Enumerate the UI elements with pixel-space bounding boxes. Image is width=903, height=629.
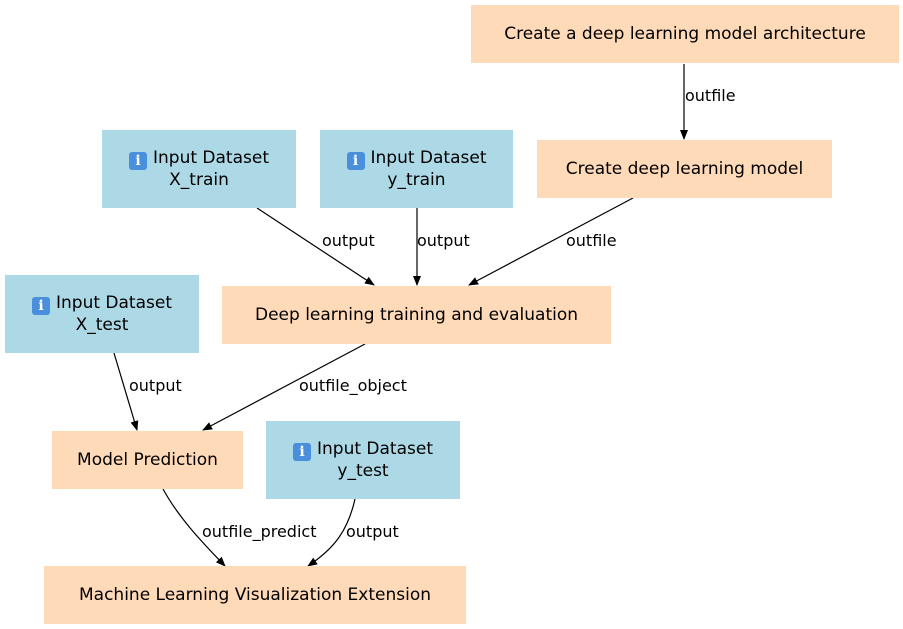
node-prediction-label: Model Prediction: [77, 450, 218, 470]
node-input-x-test-title-row: i Input Dataset: [32, 293, 172, 315]
edge-prediction-to-visualization: [162, 488, 226, 567]
node-input-y-train-title-row: i Input Dataset: [346, 148, 487, 170]
edge-label-ytrain-to-training: output: [417, 231, 470, 250]
node-input-y-test-name: y_test: [337, 461, 389, 481]
node-input-x-test-name: X_test: [75, 315, 129, 335]
edge-label-xtrain-to-training: output: [322, 231, 375, 250]
edge-label-training-to-prediction: outfile_object: [299, 376, 407, 395]
edge-label-model-to-training: outfile: [566, 231, 617, 250]
node-input-x-train[interactable]: i Input Dataset X_train: [102, 130, 296, 208]
node-create-architecture-label: Create a deep learning model architectur…: [504, 24, 866, 44]
node-input-x-train-title-row: i Input Dataset: [129, 148, 269, 170]
node-input-x-test-title: Input Dataset: [56, 293, 172, 313]
node-create-model[interactable]: Create deep learning model: [537, 140, 832, 198]
node-input-y-test-title: Input Dataset: [317, 439, 433, 459]
node-prediction[interactable]: Model Prediction: [52, 431, 243, 489]
node-input-y-train-title: Input Dataset: [370, 148, 487, 168]
info-icon: i: [32, 297, 50, 315]
edge-ytest-to-visualization: [307, 498, 356, 567]
node-input-x-train-name: X_train: [169, 170, 229, 190]
node-input-y-train-name: y_train: [387, 170, 446, 190]
node-create-architecture[interactable]: Create a deep learning model architectur…: [471, 5, 899, 63]
node-visualization-label: Machine Learning Visualization Extension: [78, 585, 431, 605]
edge-label-arch-to-model: outfile: [685, 86, 736, 105]
info-icon: i: [129, 152, 147, 170]
node-input-y-test[interactable]: i Input Dataset y_test: [266, 421, 460, 499]
node-training[interactable]: Deep learning training and evaluation: [222, 286, 611, 344]
edge-label-ytest-to-visualization: output: [346, 522, 399, 541]
edge-training-to-prediction: [202, 343, 366, 431]
node-create-model-label: Create deep learning model: [565, 159, 804, 179]
edge-xtrain-to-training: [256, 207, 375, 286]
info-icon: i: [346, 152, 365, 170]
edge-model-to-training: [468, 197, 634, 286]
node-visualization[interactable]: Machine Learning Visualization Extension: [44, 566, 466, 624]
node-training-label: Deep learning training and evaluation: [254, 305, 579, 325]
edge-label-xtest-to-prediction: output: [129, 376, 182, 395]
edge-label-prediction-to-visualization: outfile_predict: [202, 522, 317, 541]
node-input-y-test-title-row: i Input Dataset: [293, 439, 433, 461]
node-input-x-train-title: Input Dataset: [153, 148, 269, 168]
node-input-y-train[interactable]: i Input Dataset y_train: [320, 130, 513, 208]
info-icon: i: [293, 443, 311, 461]
edge-xtest-to-prediction: [113, 352, 139, 431]
node-input-x-test[interactable]: i Input Dataset X_test: [5, 275, 199, 353]
